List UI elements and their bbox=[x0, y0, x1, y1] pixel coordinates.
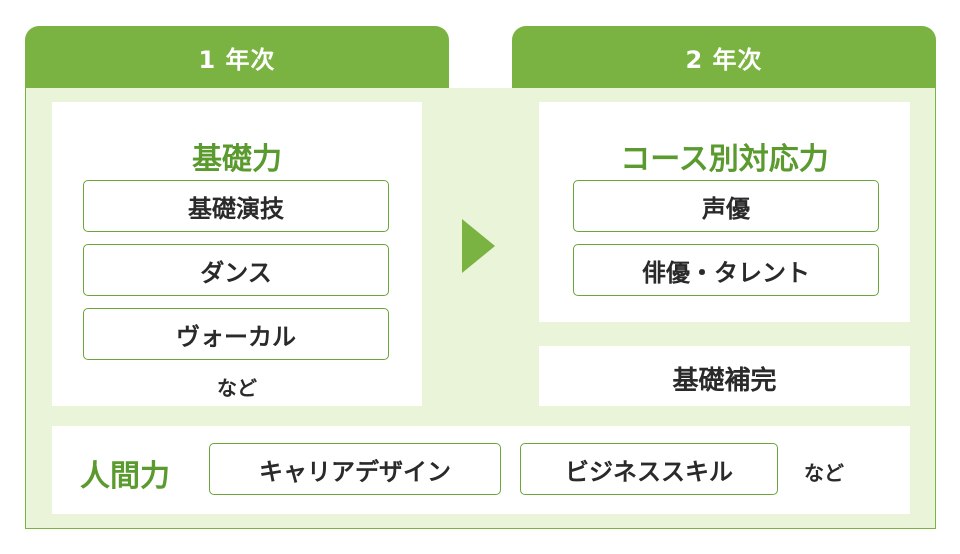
tab-year-2: 2 年次 bbox=[512, 26, 936, 88]
vocal-item: ヴォーカル bbox=[83, 308, 389, 360]
voice-actor-item: 声優 bbox=[573, 180, 879, 232]
basic-skills-etc: など bbox=[217, 376, 257, 400]
tab-year-1: 1 年次 bbox=[25, 26, 449, 88]
human-skills-box: 人間力 キャリアデザイン ビジネススキル など bbox=[52, 426, 910, 514]
tab-year-1-label: 1 年次 bbox=[198, 45, 276, 74]
basic-supplement-label: 基礎補完 bbox=[672, 366, 777, 396]
human-skills-etc: など bbox=[804, 461, 844, 485]
course-skills-heading: コース別対応力 bbox=[620, 142, 829, 177]
basic-skills-heading: 基礎力 bbox=[192, 142, 282, 177]
actor-talent-item: 俳優・タレント bbox=[573, 244, 879, 296]
course-skills-box: コース別対応力 声優 俳優・タレント bbox=[539, 102, 910, 322]
basic-skills-box: 基礎力 基礎演技 ダンス ヴォーカル など bbox=[52, 102, 422, 406]
tab-year-2-label: 2 年次 bbox=[685, 45, 763, 74]
career-design-item: キャリアデザイン bbox=[209, 443, 501, 495]
business-skill-item: ビジネススキル bbox=[520, 443, 778, 495]
triangle-right-icon bbox=[462, 219, 495, 273]
basic-acting-item: 基礎演技 bbox=[83, 180, 389, 232]
human-skills-heading: 人間力 bbox=[80, 459, 170, 494]
basic-supplement-box: 基礎補完 bbox=[539, 346, 910, 406]
dance-item: ダンス bbox=[83, 244, 389, 296]
